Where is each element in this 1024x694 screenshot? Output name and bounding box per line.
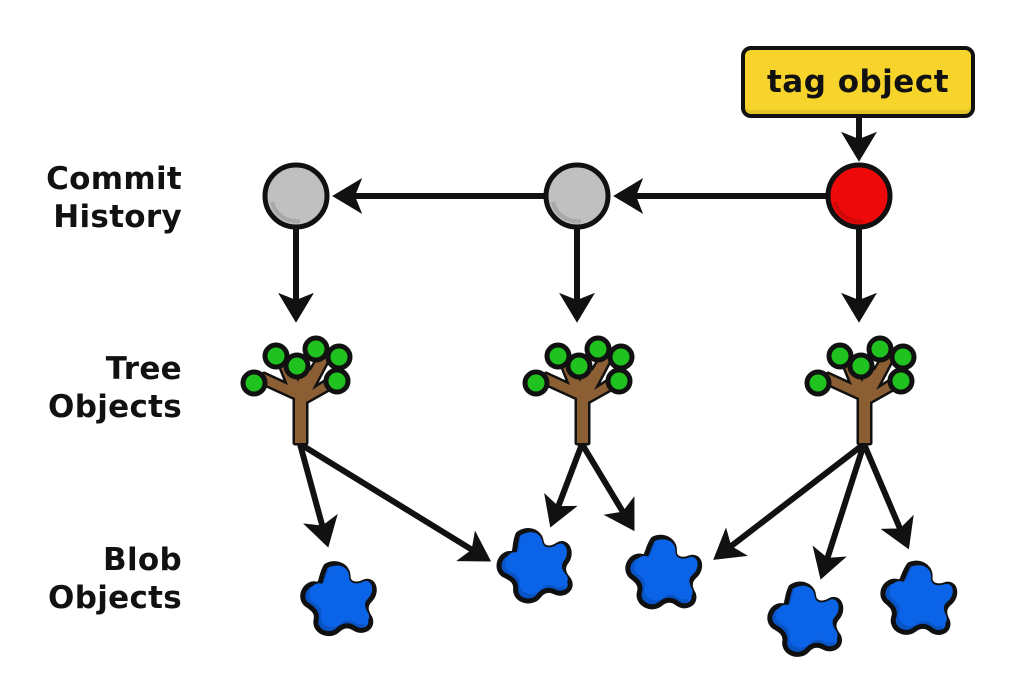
tree-leaf [605,367,633,395]
tree-leaf [522,369,550,397]
row-label-tree-objects: Tree Objects [48,350,182,426]
tree-leaf [323,367,351,395]
tree-leaf [887,367,915,395]
links-layer [278,117,914,580]
tree-to-blob-arrow [298,441,492,562]
tree-leaf [607,343,635,371]
tree-leaf [866,335,894,363]
blob-object-icon [768,581,844,656]
row-label-line: Objects [48,389,182,425]
row-label-line: Blob [103,542,182,578]
blob-object-icon [625,535,701,610]
nodes-layer [240,162,957,656]
tree-leaf [584,335,612,363]
row-label-commit-history: Commit History [46,160,182,236]
commit-shade [833,201,864,224]
tree-trunk-fill [542,352,620,443]
tree-to-blob-arrow [544,442,585,528]
commit-node [543,162,611,230]
tree-to-blob-arrow [861,442,914,550]
tree-leaf [302,335,330,363]
commit-circle [825,162,893,230]
tree-leaf [889,343,917,371]
tree-object-icon [240,335,353,446]
tree-to-blob-arrow [297,443,338,548]
row-label-line: Tree [105,351,182,387]
tree-to-blob-arrow [812,443,867,580]
tree-object-icon [804,335,917,446]
tree-leaf [804,369,832,397]
tree-leaf [283,352,311,380]
commit-circle [262,162,330,230]
tree-leaf [544,342,572,370]
blob-object-icon [303,564,375,634]
tree-to-blob-arrow [713,441,866,560]
tag-object-label: tag object [766,64,950,100]
commit-node [262,162,330,230]
blob-highlight [501,527,573,598]
tree-to-blob-arrow [579,442,635,532]
tree-trunk-fill [824,352,902,443]
tree-leaf [325,343,353,371]
tag-object-node: tag object [741,46,975,118]
tree-leaf [826,342,854,370]
tree-trunk-fill [260,352,338,443]
commit-head-node [825,162,893,230]
commit-shade [551,201,582,224]
blob-object-icon [495,525,576,604]
tree-leaf [847,352,875,380]
commit-circle [543,162,611,230]
tree-leaf [262,342,290,370]
row-label-line: Objects [48,580,182,616]
tree-object-icon [522,335,635,446]
row-label-line: History [53,199,182,235]
commit-shade [270,201,301,224]
row-label-blob-objects: Blob Objects [48,541,182,617]
tree-leaf [240,369,268,397]
tree-leaf [565,352,593,380]
blob-object-icon [879,560,957,637]
row-label-line: Commit [46,161,182,197]
